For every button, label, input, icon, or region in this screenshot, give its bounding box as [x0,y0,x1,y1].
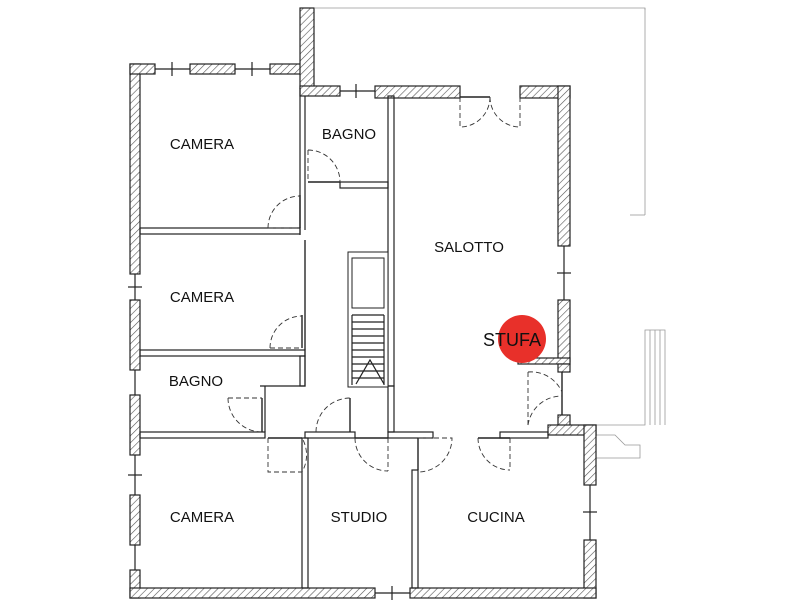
room-label-camera-1: CAMERA [170,136,234,153]
stufa-marker [498,315,546,363]
windows [128,62,597,600]
room-label-bagno-1: BAGNO [322,126,376,143]
room-label-studio: STUDIO [331,509,388,526]
exterior-walls [129,7,597,599]
room-label-camera-3: CAMERA [170,509,234,526]
room-label-cucina: CUCINA [467,509,525,526]
staircase [347,251,389,388]
room-label-camera-2: CAMERA [170,289,234,306]
terrace-outline [315,7,666,459]
interior-walls [139,88,549,589]
room-label-salotto: SALOTTO [434,239,504,256]
doors [227,96,563,473]
room-label-bagno-2: BAGNO [169,373,223,390]
stufa-label: STUFA [483,330,541,350]
